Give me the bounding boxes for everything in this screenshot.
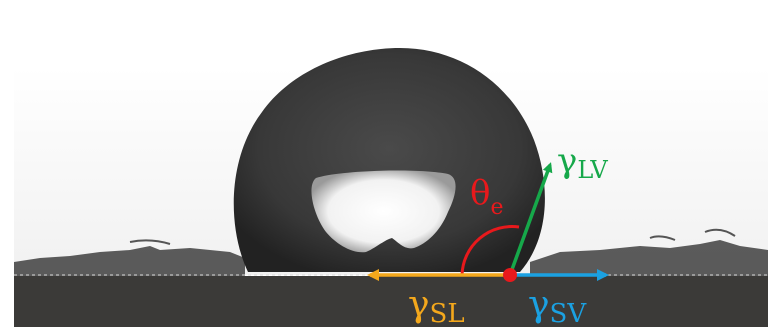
- gamma-sl-label: γSL: [408, 284, 465, 327]
- surface-fiber: [129, 239, 171, 245]
- gamma-sv-label: γSV: [528, 284, 587, 327]
- droplet: [233, 48, 545, 272]
- gamma-lv-symbol: γ: [557, 141, 577, 181]
- gamma-lv-arrow: [508, 162, 553, 276]
- gamma-lv-label: γLV: [557, 141, 608, 184]
- gamma-sv-subscript: SV: [550, 299, 588, 327]
- theta-symbol: θ: [470, 173, 490, 213]
- surface-texture-right: [530, 240, 768, 276]
- gamma-sl-subscript: SL: [430, 299, 465, 327]
- contact-point: [503, 268, 517, 282]
- gamma-lv-subscript: LV: [577, 156, 608, 184]
- surface-fiber: [704, 228, 736, 237]
- substrate: [14, 276, 768, 327]
- contact-angle-arc: [460, 225, 520, 276]
- droplet-highlight: [311, 170, 456, 253]
- surface-texture: [14, 246, 245, 276]
- theta-label: θe: [470, 173, 504, 220]
- gamma-sl-symbol: γ: [408, 284, 430, 325]
- theta-subscript: e: [490, 195, 503, 220]
- gamma-sv-symbol: γ: [528, 284, 550, 325]
- surface-fiber: [649, 235, 676, 241]
